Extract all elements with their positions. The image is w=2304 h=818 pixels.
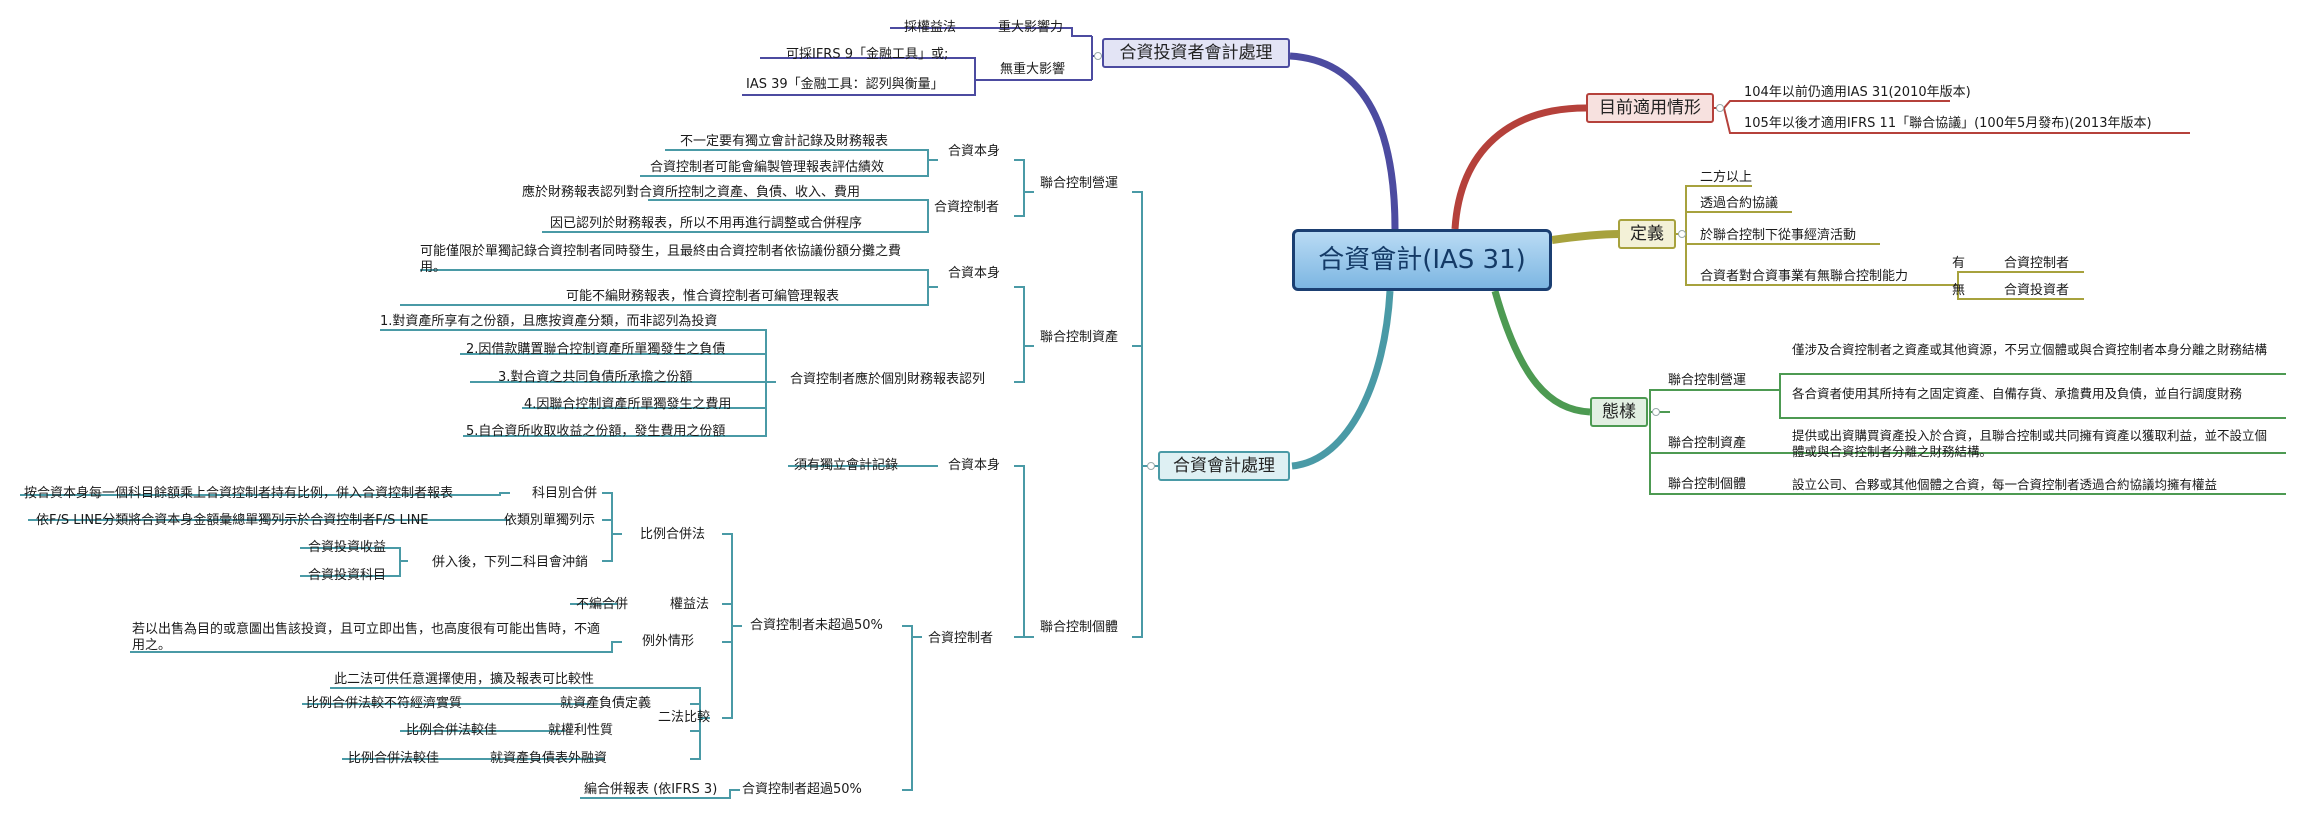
topic-investor-accounting[interactable]: 合資投資者會計處理 [1102, 38, 1290, 68]
node-compare-note[interactable]: 此二法可供任意選擇使用，擴及報表可比較性 [334, 672, 595, 687]
topic-forms[interactable]: 態樣 [1590, 397, 1648, 427]
node-control-ability[interactable]: 合資者對合資事業有無聯合控制能力 [1700, 269, 1909, 284]
node-acc-jca[interactable]: 聯合控制資產 [1040, 330, 1119, 345]
collapse-toggle-icon[interactable] [1147, 462, 1155, 470]
node-jco-form[interactable]: 聯合控制營運 [1668, 373, 1747, 388]
node-consolidated-ifrs3[interactable]: 編合併報表 (依IFRS 3) [584, 782, 718, 797]
node-joint-control-activity[interactable]: 於聯合控制下從事經濟活動 [1700, 228, 1857, 243]
node-offset-investment[interactable]: 合資投資科目 [308, 568, 387, 583]
node-ias39[interactable]: IAS 39「金融工具：認列與衡量」 [746, 77, 944, 92]
node-jco-self[interactable]: 合資本身 [948, 144, 1001, 159]
definition-subtree [1676, 185, 2084, 300]
node-joint-controller[interactable]: 合資控制者 [2004, 256, 2070, 271]
node-significant-influence[interactable]: 重大影響力 [998, 20, 1064, 35]
branch-forms-line [1491, 290, 1591, 416]
node-jca-form[interactable]: 聯合控制資產 [1668, 436, 1747, 451]
node-before-104[interactable]: 104年以前仍適用IAS 31(2010年版本) [1744, 85, 1971, 100]
node-offbs[interactable]: 就資產負債表外融資 [490, 751, 608, 766]
node-offset[interactable]: 併入後，下列二科目會沖銷 [432, 555, 589, 570]
node-jce-desc[interactable]: 設立公司、合夥或其他個體之合資，每一合資控制者透過合約協議均擁有權益 [1792, 477, 2218, 492]
node-jca-item-2[interactable]: 2.因借款購置聯合控制資產所單獨發生之負債 [466, 342, 726, 357]
forms-subtree [1649, 373, 2286, 495]
node-jco-self-2[interactable]: 合資控制者可能會編製管理報表評估績效 [650, 160, 885, 175]
node-jca-item-3[interactable]: 3.對合資之共同負債所承擔之份額 [498, 370, 693, 385]
node-exception-desc[interactable]: 若以出售為目的或意圖出售該投資，且可立即出售，也高度很有可能出售時，不適用之。 [132, 622, 601, 653]
topic-current-application[interactable]: 目前適用情形 [1586, 93, 1714, 123]
node-after-105[interactable]: 105年以後才適用IFRS 11「聯合協議」(100年5月發布)(2013年版本… [1744, 116, 2152, 131]
node-jca-item-5[interactable]: 5.自合資所收取收益之份額，發生費用之份額 [466, 424, 726, 439]
node-acc-jco[interactable]: 聯合控制營運 [1040, 176, 1119, 191]
node-jca-item-4[interactable]: 4.因聯合控制資產所單獨發生之費用 [524, 397, 732, 412]
node-jce-controller[interactable]: 合資控制者 [928, 631, 994, 646]
node-asset-def-desc[interactable]: 比例合併法較不符經濟實質 [306, 696, 463, 711]
node-jca-self[interactable]: 合資本身 [948, 266, 1001, 281]
node-equity-method[interactable]: 採權益法 [904, 20, 957, 35]
collapse-toggle-icon[interactable] [1094, 52, 1102, 60]
node-jco-self-1[interactable]: 不一定要有獨立會計記錄及財務報表 [680, 134, 889, 149]
node-offbs-desc[interactable]: 比例合併法較佳 [348, 751, 440, 766]
node-no[interactable]: 無 [1952, 283, 1966, 298]
branch-investor-line [1289, 52, 1399, 230]
node-jce-form[interactable]: 聯合控制個體 [1668, 477, 1747, 492]
node-two-or-more[interactable]: 二方以上 [1700, 170, 1753, 185]
node-joint-investor[interactable]: 合資投資者 [2004, 283, 2070, 298]
node-jco-controller-1[interactable]: 應於財務報表認列對合資所控制之資產、負債、收入、費用 [522, 185, 861, 200]
node-jco-desc1[interactable]: 僅涉及合資控制者之資產或其他資源，不另立個體或與合資控制者本身分離之財務結構 [1792, 342, 2268, 357]
branch-definition-line [1551, 230, 1621, 244]
node-offset-income[interactable]: 合資投資收益 [308, 540, 387, 555]
node-by-item-desc[interactable]: 按合資本身每一個科目餘額乘上合資控制者持有比例，併入合資控制者報表 [24, 486, 454, 501]
node-acc-jce[interactable]: 聯合控制個體 [1040, 620, 1119, 635]
node-rights-desc[interactable]: 比例合併法較佳 [406, 723, 498, 738]
collapse-toggle-icon[interactable] [1716, 104, 1724, 112]
branch-current-line [1451, 104, 1587, 230]
node-separate-line-desc[interactable]: 依F/S LINE分類將合資本身金額彙總單獨列示於合資控制者F/S LINE [36, 513, 429, 528]
node-jca-item-1[interactable]: 1.對資產所享有之份額，且應按資產分類，而非認列為投資 [380, 314, 718, 329]
collapse-toggle-icon[interactable] [1652, 408, 1660, 416]
node-under-50[interactable]: 合資控制者未超過50% [750, 618, 883, 633]
node-equity[interactable]: 權益法 [670, 597, 710, 612]
node-rights[interactable]: 就權利性質 [548, 723, 614, 738]
central-topic[interactable]: 合資會計(IAS 31) [1292, 229, 1552, 291]
node-contract-agreement[interactable]: 透過合約協議 [1700, 196, 1779, 211]
node-jco-desc2[interactable]: 各合資者使用其所持有之固定資產、自備存貨、承擔費用及負債，並自行調度財務 [1792, 386, 2243, 401]
topic-definition[interactable]: 定義 [1618, 219, 1676, 249]
node-separate-line[interactable]: 依類別單獨列示 [504, 513, 596, 528]
node-jca-self-2[interactable]: 可能不編財務報表，惟合資控制者可編管理報表 [566, 289, 840, 304]
node-asset-def[interactable]: 就資產負債定義 [560, 696, 652, 711]
node-jca-self-1[interactable]: 可能僅限於單獨記錄合資控制者同時發生，且最終由合資控制者依協議份額分攤之費用。 [420, 244, 902, 275]
node-by-item[interactable]: 科目別合併 [532, 486, 598, 501]
node-compare[interactable]: 二法比較 [658, 710, 711, 725]
node-ifrs9[interactable]: 可採IFRS 9「金融工具」或; [786, 47, 949, 62]
node-jce-self[interactable]: 合資本身 [948, 458, 1001, 473]
topic-joint-venture-accounting[interactable]: 合資會計處理 [1158, 451, 1290, 481]
accounting-subtree [20, 149, 1158, 799]
node-jca-controller[interactable]: 合資控制者應於個別財務報表認列 [790, 372, 986, 387]
node-jco-controller-2[interactable]: 因已認列於財務報表，所以不用再進行調整或合併程序 [550, 216, 863, 231]
node-jco-controller[interactable]: 合資控制者 [934, 200, 1000, 215]
node-jca-desc[interactable]: 提供或出資購買資產投入於合資，且聯合控制或共同擁有資產以獲取利益，並不設立個體或… [1792, 428, 2268, 459]
node-no-consolidation[interactable]: 不編合併 [576, 597, 629, 612]
branch-accounting-line [1291, 290, 1394, 470]
node-yes[interactable]: 有 [1952, 256, 1966, 271]
collapse-toggle-icon[interactable] [1678, 230, 1686, 238]
node-over-50[interactable]: 合資控制者超過50% [742, 782, 862, 797]
node-no-significant-influence[interactable]: 無重大影響 [1000, 62, 1066, 77]
node-proportional[interactable]: 比例合併法 [640, 527, 706, 542]
node-exception[interactable]: 例外情形 [642, 634, 695, 649]
node-jce-self-record[interactable]: 須有獨立會計記錄 [794, 458, 899, 473]
